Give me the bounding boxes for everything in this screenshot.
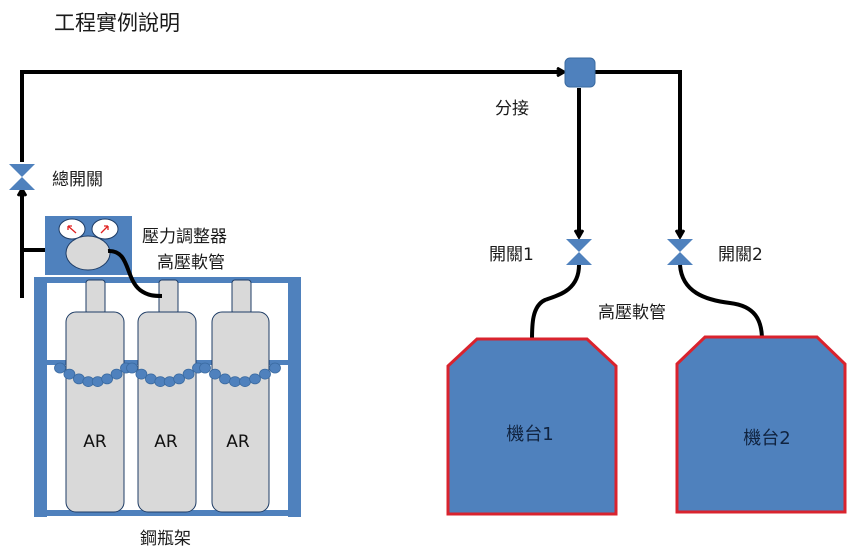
cylinder-3[interactable]: AR: [211, 279, 270, 513]
chain-bead: [259, 368, 271, 380]
chain-bead: [110, 368, 123, 380]
switch1-valve-icon[interactable]: [566, 239, 592, 265]
chain-bead: [239, 376, 251, 388]
chain-bead: [229, 376, 241, 388]
chain-bead: [173, 373, 186, 385]
cylinder-label: AR: [83, 432, 107, 452]
cylinder-label: AR: [226, 432, 250, 452]
chain-bead: [54, 362, 66, 374]
hose-right-2: [678, 264, 764, 341]
hose-left-label: 高壓軟管: [157, 253, 225, 273]
main-valve-label: 總開關: [52, 170, 103, 190]
machine-1-label: 機台1: [506, 424, 553, 445]
pressure-regulator[interactable]: [45, 216, 132, 275]
switch1-label: 開關1: [489, 245, 534, 265]
rack-label: 鋼瓶架: [140, 529, 191, 549]
chain-bead: [101, 373, 113, 385]
splitter-icon[interactable]: [564, 57, 596, 88]
switch2-label: 開關2: [718, 245, 763, 265]
main-pipe: [20, 72, 563, 162]
chain-bead: [135, 368, 148, 380]
main-valve-icon[interactable]: [9, 164, 35, 190]
cylinder-1[interactable]: AR: [65, 279, 125, 513]
chain-bead: [199, 362, 211, 374]
hose-right-1: [530, 264, 581, 341]
chain-bead: [249, 373, 261, 385]
splitter-label: 分接: [495, 99, 529, 119]
machine-2[interactable]: 機台2: [675, 335, 847, 514]
cylinder-2[interactable]: AR: [137, 279, 197, 513]
bead-chain: [54, 362, 281, 388]
chain-bead: [219, 373, 231, 385]
chain-bead: [63, 368, 76, 380]
regulator-label: 壓力調整器: [142, 227, 227, 247]
cylinder-label: AR: [154, 432, 178, 452]
chain-bead: [182, 368, 195, 380]
machine-1[interactable]: 機台1: [446, 337, 618, 516]
hose-right-label: 高壓軟管: [598, 303, 666, 323]
hose-left: [107, 248, 163, 298]
chain-bead: [126, 362, 138, 374]
page-title: 工程實例說明: [54, 11, 180, 35]
chain-bead: [209, 368, 221, 380]
branch-pipe-2: [595, 70, 680, 236]
machine-2-label: 機台2: [743, 428, 790, 449]
chain-bead: [269, 362, 281, 374]
switch2-valve-icon[interactable]: [667, 239, 693, 265]
